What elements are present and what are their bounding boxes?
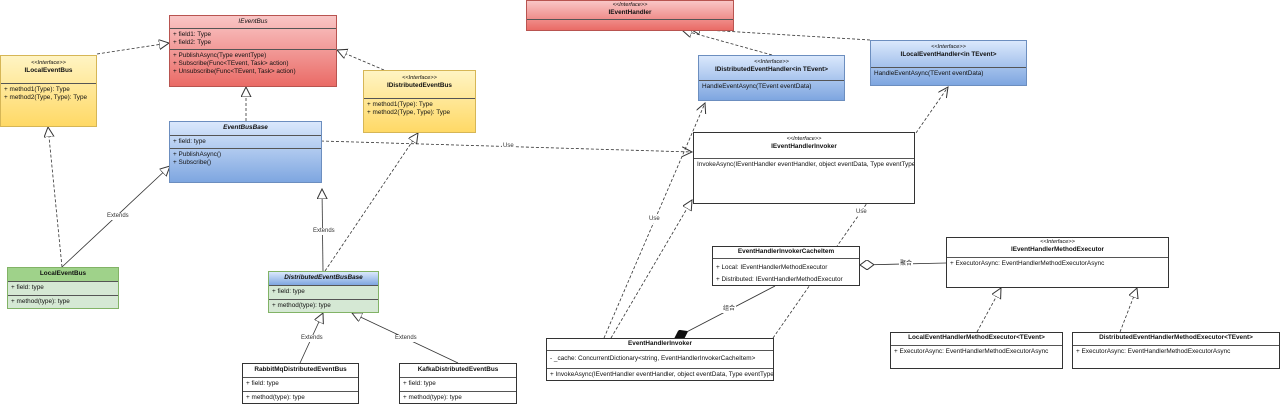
class-name: IEventHandlerMethodExecutor <box>1010 246 1105 253</box>
class-name: IEventHandler <box>608 9 652 16</box>
method-row: HandleEventAsync(TEvent eventData) <box>702 83 812 90</box>
class-name: LocalEventBus <box>39 270 87 277</box>
field-row: + field: type <box>246 380 279 387</box>
rabbitmq-class[interactable]: RabbitMqDistributedEventBus + field: typ… <box>242 363 359 404</box>
field-row: + field2: Type <box>173 39 212 46</box>
method-row: + PublishAsync() <box>173 151 222 158</box>
field-row: - _cache: ConcurrentDictionary<string, E… <box>550 355 756 362</box>
class-name: LocalEventHandlerMethodExecutor<TEvent> <box>908 334 1045 341</box>
method-row: HandleEventAsync(TEvent eventData) <box>874 70 984 77</box>
method-row: + InvokeAsync(IEventHandler eventHandler… <box>550 371 773 378</box>
class-name: DistributedEventHandlerMethodExecutor<TE… <box>1099 334 1253 341</box>
method-row: InvokeAsync(IEventHandler eventHandler, … <box>697 161 914 168</box>
idistributedeventbus-class[interactable]: <<Interface>> IDistributedEventBus + met… <box>363 70 476 133</box>
field-row: + ExecutorAsync: EventHandlerMethodExecu… <box>1076 348 1231 355</box>
stereotype-label: <<Interface>> <box>31 60 66 66</box>
eventbusbase-class[interactable]: EventBusBase + field: type + PublishAsyn… <box>169 121 322 183</box>
class-name: IDistributedEventHandler<in TEvent> <box>715 66 828 73</box>
method-row: + method(type): type <box>246 394 305 401</box>
stereotype-label: <<Interface>> <box>786 136 822 142</box>
class-name: KafkaDistributedEventBus <box>417 366 499 373</box>
aggregation-label: 聚合 <box>899 261 914 268</box>
class-name: IDistributedEventBus <box>387 82 452 89</box>
ieventhandlermethodexecutor-class[interactable]: <<Interface>> IEventHandlerMethodExecuto… <box>946 237 1169 288</box>
field-row: + Distributed: IEventHandlerMethodExecut… <box>716 276 843 283</box>
method-row: + method(type): type <box>403 394 462 401</box>
method-row: + Unsubscribe(Func<TEvent, Task> action) <box>173 68 296 75</box>
method-row: + method1(Type): Type <box>4 86 70 93</box>
field-row: + field1: Type <box>173 31 212 38</box>
kafka-class[interactable]: KafkaDistributedEventBus + field: type +… <box>399 363 517 404</box>
method-row: + method(type): type <box>272 302 331 309</box>
method-row: + method(type): type <box>11 298 70 305</box>
composition-label: 组合 <box>722 306 737 313</box>
ilocaleventhandler-class[interactable]: <<Interface>> ILocalEventHandler<in TEve… <box>870 40 1027 86</box>
ieventhandler-class[interactable]: <<Interface>> IEventHandler <box>526 0 734 31</box>
class-name: DistributedEventBusBase <box>284 274 363 281</box>
use-label: Use <box>502 143 515 150</box>
use-label: Use <box>855 209 868 216</box>
stereotype-label: <<Interface>> <box>1040 239 1075 245</box>
extends-label: Extends <box>106 213 130 220</box>
field-row: + ExecutorAsync: EventHandlerMethodExecu… <box>894 348 1049 355</box>
extends-label: Extends <box>300 335 324 342</box>
class-name: IEventHandlerInvoker <box>771 143 837 150</box>
field-row: + Local: IEventHandlerMethodExecutor <box>716 264 828 271</box>
field-row: + field: type <box>173 138 206 145</box>
field-row: + field: type <box>403 380 436 387</box>
method-row: + method2(Type, Type): Type <box>4 94 88 101</box>
class-name: EventHandlerInvokerCacheItem <box>737 248 835 255</box>
distributedexecutor-class[interactable]: DistributedEventHandlerMethodExecutor<TE… <box>1072 332 1280 369</box>
eventhandlerinvoker-class[interactable]: EventHandlerInvoker - _cache: Concurrent… <box>546 338 774 381</box>
stereotype-label: <<Interface>> <box>612 2 648 8</box>
method-row: + PublishAsync(Type eventType) <box>173 52 267 59</box>
class-name: EventBusBase <box>223 124 268 131</box>
extends-label: Extends <box>312 228 336 235</box>
stereotype-label: <<Interface>> <box>754 59 789 65</box>
field-row: + ExecutorAsync: EventHandlerMethodExecu… <box>950 260 1105 267</box>
class-name: RabbitMqDistributedEventBus <box>254 366 347 373</box>
ieventhandlerinvoker-class[interactable]: <<Interface>> IEventHandlerInvoker Invok… <box>693 132 915 204</box>
class-name: ILocalEventBus <box>24 67 73 74</box>
class-name: EventHandlerInvoker <box>628 340 692 347</box>
localexecutor-class[interactable]: LocalEventHandlerMethodExecutor<TEvent> … <box>890 332 1063 369</box>
distributedeventbusbase-class[interactable]: DistributedEventBusBase + field: type + … <box>268 271 379 313</box>
class-name: ILocalEventHandler<in TEvent> <box>900 51 997 58</box>
method-row: + method1(Type): Type <box>367 101 433 108</box>
field-row: + field: type <box>272 288 305 295</box>
ilocaleventbus-class[interactable]: <<Interface>> ILocalEventBus + method1(T… <box>0 55 97 127</box>
localeventbus-class[interactable]: LocalEventBus + field: type + method(typ… <box>7 267 119 309</box>
stereotype-label: <<Interface>> <box>931 44 966 50</box>
method-row: + method2(Type, Type): Type <box>367 109 451 116</box>
method-row: + Subscribe(Func<TEvent, Task> action) <box>173 60 289 67</box>
ieventbus-class[interactable]: IEventBus + field1: Type + field2: Type … <box>169 15 337 87</box>
method-row: + Subscribe() <box>173 159 212 166</box>
extends-label: Extends <box>394 335 418 342</box>
stereotype-label: <<Interface>> <box>402 75 437 81</box>
use-label: Use <box>648 216 661 223</box>
cacheitem-class[interactable]: EventHandlerInvokerCacheItem + Local: IE… <box>712 246 860 286</box>
class-name: IEventBus <box>238 18 268 25</box>
idistributedeventhandler-class[interactable]: <<Interface>> IDistributedEventHandler<i… <box>698 55 845 101</box>
field-row: + field: type <box>11 284 44 291</box>
